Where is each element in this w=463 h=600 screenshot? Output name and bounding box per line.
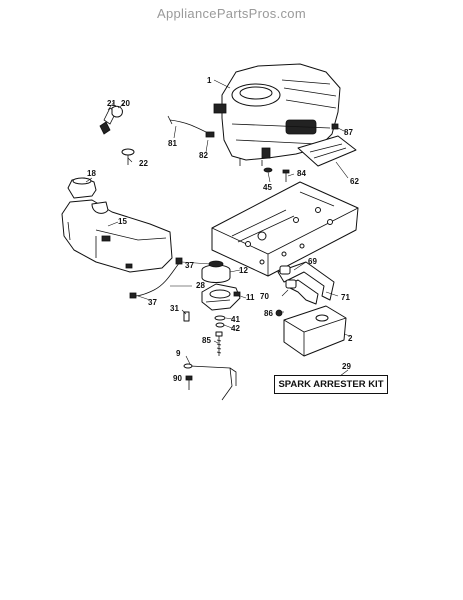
- callout-71: 71: [341, 293, 350, 302]
- engine-mounting-plate: [211, 181, 359, 277]
- lock-nut: [275, 309, 283, 317]
- engine-bolts: [263, 167, 290, 182]
- callout-28: 28: [196, 281, 205, 290]
- engine: [213, 63, 341, 166]
- screw: [185, 375, 193, 390]
- spark-arrester-kit-label: SPARK ARRESTER KIT: [274, 375, 388, 394]
- shield-screw: [331, 123, 339, 130]
- callout-29: 29: [342, 362, 351, 371]
- muffler-shield: [297, 135, 357, 167]
- bracket-rod: [183, 363, 237, 401]
- callout-15: 15: [118, 217, 127, 226]
- callout-62: 62: [350, 177, 359, 186]
- callout-81: 81: [168, 139, 177, 148]
- key: [183, 311, 190, 322]
- leader-lines: [85, 79, 351, 381]
- exhaust-pipes: [277, 261, 335, 305]
- fuel-clamp: [99, 105, 123, 135]
- callout-42: 42: [231, 324, 240, 333]
- callout-82: 82: [199, 151, 208, 160]
- callout-37-lower: 37: [148, 298, 157, 307]
- callout-69: 69: [308, 257, 317, 266]
- callout-41: 41: [231, 315, 240, 324]
- callout-labels: 1 21 20 22 18 15 81 82 87 45 84 62 69 70…: [87, 76, 359, 383]
- callout-2: 2: [348, 334, 353, 343]
- callout-31: 31: [170, 304, 179, 313]
- callout-70: 70: [260, 292, 269, 301]
- callout-86: 86: [264, 309, 273, 318]
- callout-1: 1: [207, 76, 212, 85]
- callout-9: 9: [176, 349, 181, 358]
- fuel-line-lower: [129, 257, 183, 299]
- callout-87: 87: [344, 128, 353, 137]
- washers: [214, 315, 226, 328]
- watermark: AppliancePartsPros.com: [157, 6, 306, 21]
- callout-18: 18: [87, 169, 96, 178]
- callout-12: 12: [239, 266, 248, 275]
- callout-37-upper: 37: [185, 261, 194, 270]
- callout-90: 90: [173, 374, 182, 383]
- callout-21: 21: [107, 99, 116, 108]
- fuel-line: [167, 115, 215, 138]
- electric-clutch: [201, 283, 241, 311]
- callout-11: 11: [246, 293, 255, 302]
- engine-pulley: [201, 260, 231, 283]
- clutch-bolt: [215, 331, 223, 356]
- callout-45: 45: [263, 183, 272, 192]
- callout-22: 22: [139, 159, 148, 168]
- callout-84: 84: [297, 169, 306, 178]
- fuel-tank: [61, 199, 173, 273]
- muffler: [283, 305, 347, 357]
- fuel-shutoff-valve: [121, 148, 135, 165]
- fuel-cap: [67, 177, 97, 199]
- callout-20: 20: [121, 99, 130, 108]
- callout-85: 85: [202, 336, 211, 345]
